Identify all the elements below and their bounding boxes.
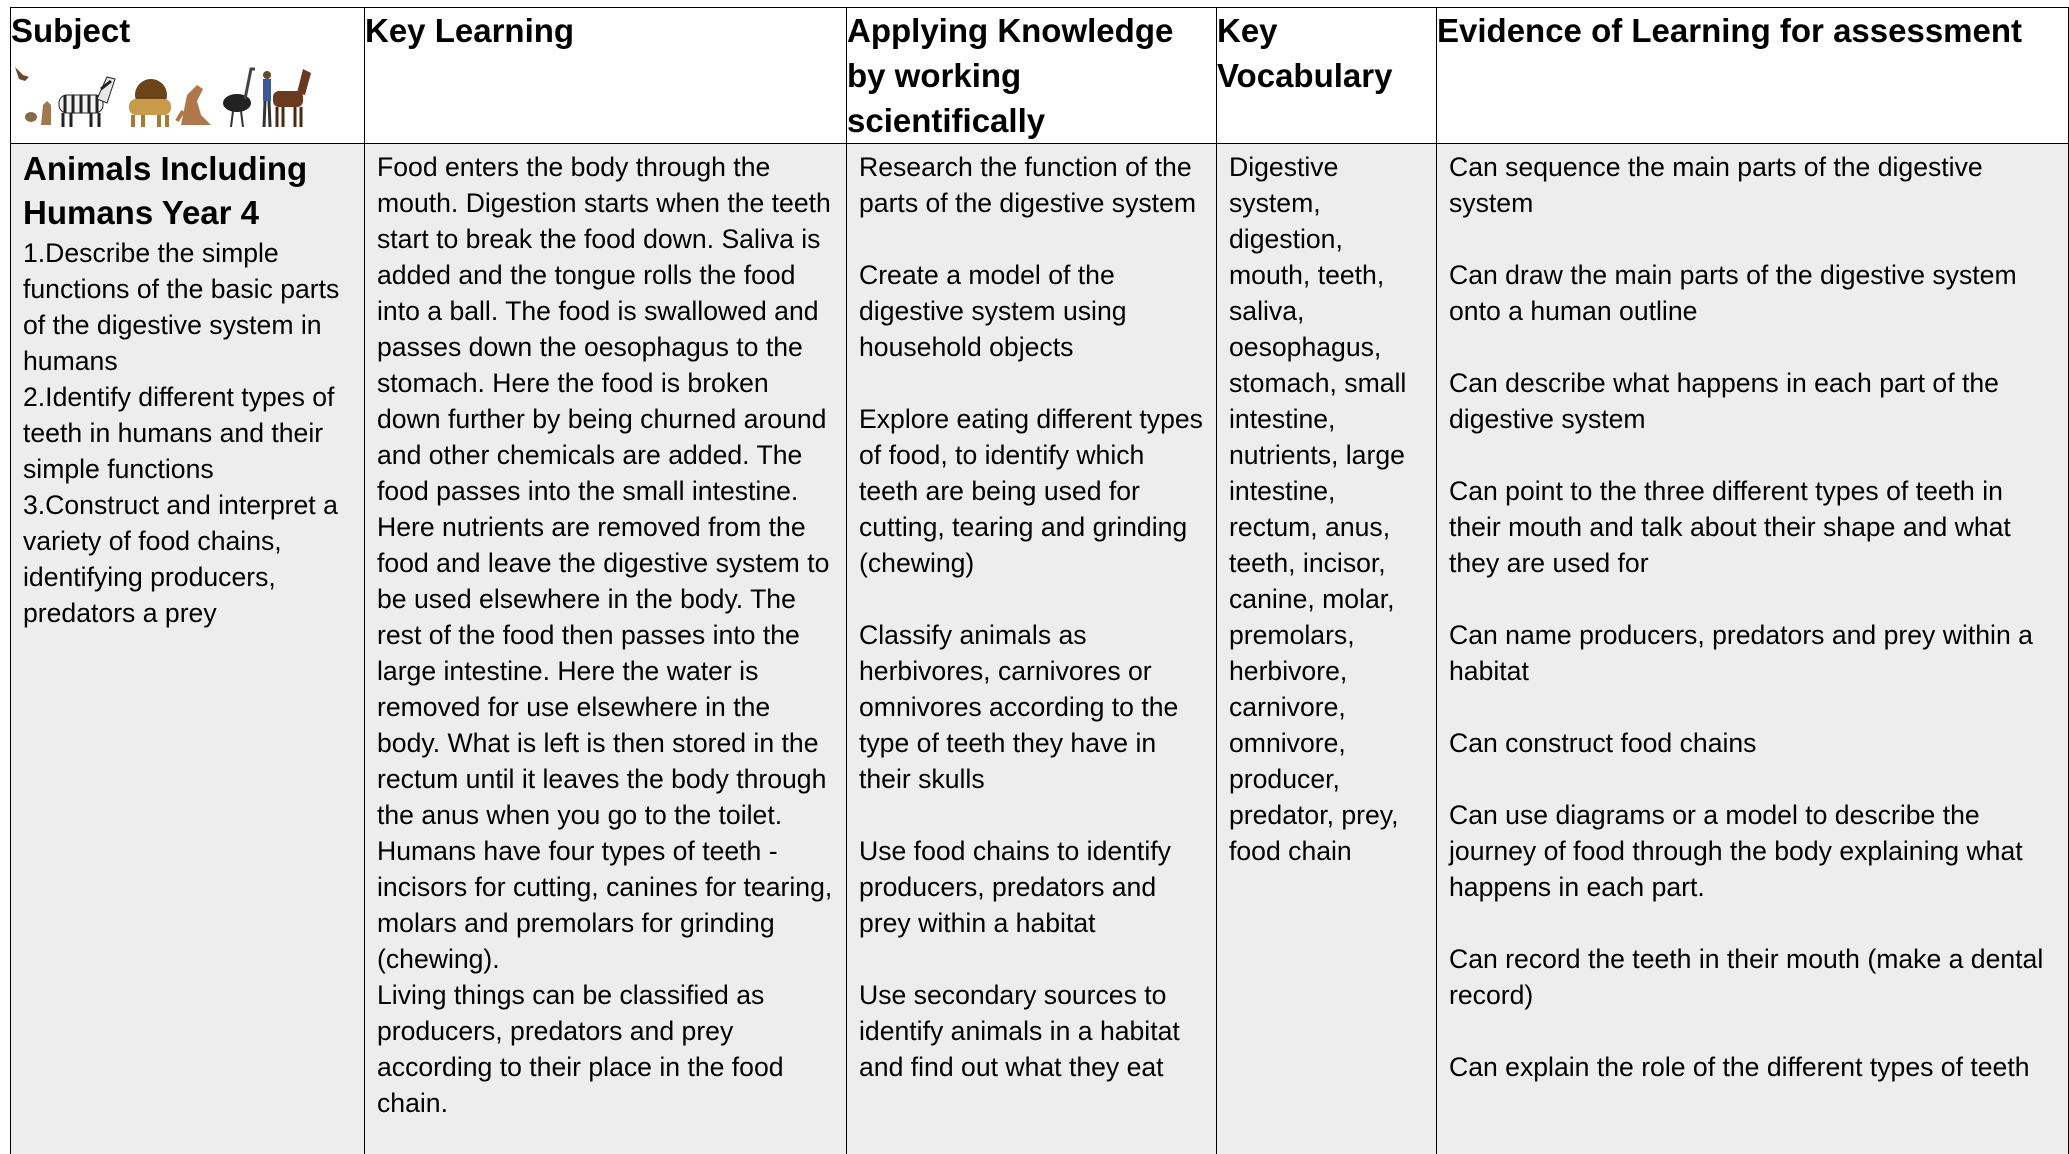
applying-item: Create a model of the digestive system u… bbox=[859, 260, 1127, 362]
applying-item: Explore eating different types of food, … bbox=[859, 404, 1203, 578]
objective-item: 1.Describe the simple functions of the b… bbox=[23, 238, 340, 376]
header-row: Subject bbox=[10, 7, 2069, 144]
header-evidence: Evidence of Learning for assessment bbox=[1436, 7, 2069, 144]
curriculum-table: Subject bbox=[10, 7, 2069, 1154]
subject-cell: Animals Including Humans Year 4 1.Descri… bbox=[10, 143, 365, 1154]
applying-item: Classify animals as herbivores, carnivor… bbox=[859, 620, 1179, 794]
header-subject: Subject bbox=[10, 7, 365, 144]
key-learning-cell: Food enters the body through the mouth. … bbox=[364, 143, 847, 1154]
evidence-item: Can construct food chains bbox=[1449, 728, 1757, 758]
key-learning-paragraph: Food enters the body through the mouth. … bbox=[377, 152, 831, 830]
evidence-item: Can name producers, predators and prey w… bbox=[1449, 620, 2033, 686]
key-learning-paragraph: Living things can be classified as produ… bbox=[377, 980, 784, 1118]
evidence-item: Can sequence the main parts of the diges… bbox=[1449, 152, 1983, 218]
evidence-item: Can use diagrams or a model to describe … bbox=[1449, 800, 2023, 902]
vocabulary-cell: Digestive system, digestion, mouth, teet… bbox=[1216, 143, 1437, 1154]
evidence-item: Can explain the role of the different ty… bbox=[1449, 1052, 2030, 1082]
evidence-item: Can record the teeth in their mouth (mak… bbox=[1449, 944, 2044, 1010]
objective-item: 3.Construct and interpret a variety of f… bbox=[23, 490, 338, 628]
vocabulary-text: Digestive system, digestion, mouth, teet… bbox=[1229, 152, 1407, 866]
evidence-item: Can describe what happens in each part o… bbox=[1449, 368, 1999, 434]
subject-title: Animals Including Humans Year 4 bbox=[23, 150, 308, 231]
applying-cell: Research the function of the parts of th… bbox=[846, 143, 1217, 1154]
applying-item: Use food chains to identify producers, p… bbox=[859, 836, 1171, 938]
content-row: Animals Including Humans Year 4 1.Descri… bbox=[10, 143, 2069, 1154]
animals-illustration bbox=[15, 67, 311, 128]
evidence-item: Can draw the main parts of the digestive… bbox=[1449, 260, 2017, 326]
evidence-item: Can point to the three different types o… bbox=[1449, 476, 2011, 578]
header-key-learning: Key Learning bbox=[364, 7, 847, 144]
applying-item: Use secondary sources to identify animal… bbox=[859, 980, 1180, 1082]
objective-item: 2.Identify different types of teeth in h… bbox=[23, 382, 335, 484]
key-learning-paragraph: Humans have four types of teeth - inciso… bbox=[377, 836, 833, 974]
header-applying-knowledge: Applying Knowledge by working scientific… bbox=[846, 7, 1217, 144]
applying-item: Research the function of the parts of th… bbox=[859, 152, 1197, 218]
evidence-cell: Can sequence the main parts of the diges… bbox=[1436, 143, 2069, 1154]
header-key-vocabulary: Key Vocabulary bbox=[1216, 7, 1437, 144]
header-subject-label: Subject bbox=[11, 12, 131, 49]
